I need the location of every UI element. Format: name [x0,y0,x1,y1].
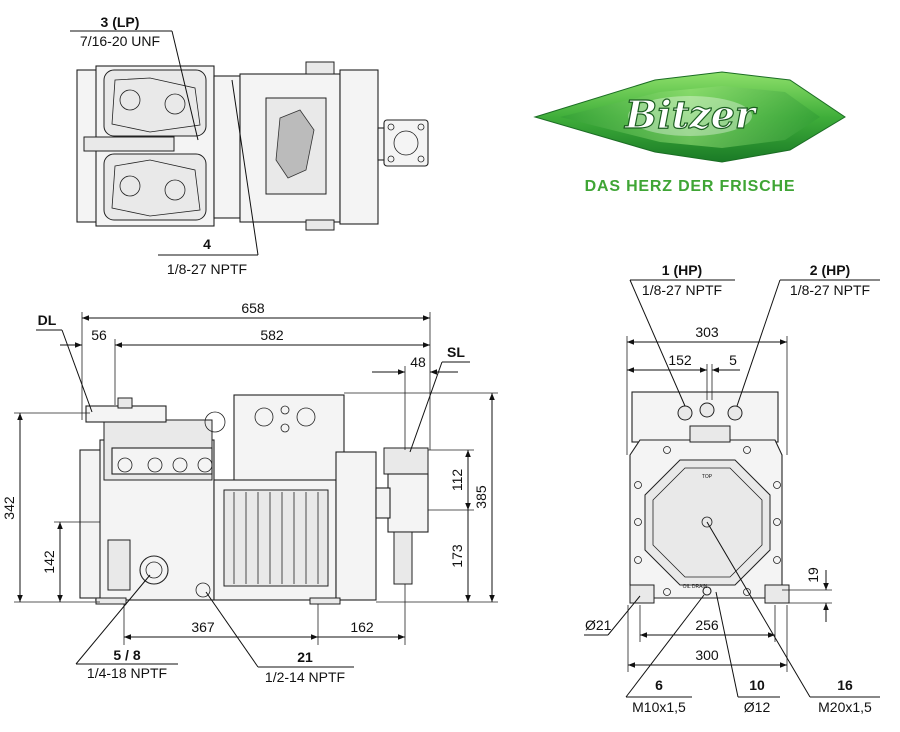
dim-658: 658 [241,300,265,316]
dim-19: 19 [805,567,821,583]
conn-16-id: 16 [837,677,853,693]
dim-hole-d21: Ø21 [585,617,612,633]
conn-16-thread: M20x1,5 [818,699,872,715]
dim-582: 582 [260,327,284,343]
dim-48: 48 [410,354,426,370]
side-view [79,394,429,605]
front-view-dimensions [626,336,832,672]
dim-142: 142 [41,550,57,574]
side-view-dimensions [14,312,498,645]
dim-256: 256 [695,617,719,633]
conn-1-id: 1 (HP) [662,262,702,278]
conn-2-thread: 1/8-27 NPTF [790,282,870,298]
conn-3-thread: 7/16-20 UNF [80,33,160,49]
top-view [76,61,429,231]
conn-21-thread: 1/2-14 NPTF [265,669,345,685]
dim-162: 162 [350,619,374,635]
conn-10-thread: Ø12 [744,699,771,715]
dim-367: 367 [191,619,215,635]
dim-173: 173 [449,544,465,568]
dim-112: 112 [449,469,465,492]
conn-4-thread: 1/8-27 NPTF [167,261,247,277]
conn-2-id: 2 (HP) [810,262,850,278]
top-marking: TOP [702,474,713,480]
dim-342: 342 [1,496,17,520]
logo-wordmark: Bitzer [624,92,758,137]
front-view [629,391,790,604]
bitzer-logo: Bitzer [533,71,846,163]
sl-label: SL [447,344,465,360]
dim-385: 385 [473,485,489,509]
dim-56: 56 [91,327,107,343]
conn-6-id: 6 [655,677,663,693]
brand-tagline: DAS HERZ DER FRISCHE [585,178,796,195]
conn-5-8-thread: 1/4-18 NPTF [87,665,167,681]
conn-3-id: 3 (LP) [101,14,140,30]
dl-label: DL [38,312,57,328]
oil-drain-marking: OIL DRAIN [683,584,708,590]
dim-303: 303 [695,324,719,340]
dim-300: 300 [695,647,719,663]
conn-6-thread: M10x1,5 [632,699,686,715]
conn-21-id: 21 [297,649,313,665]
dim-152: 152 [668,352,692,368]
conn-5-8-id: 5 / 8 [113,647,140,663]
dim-5: 5 [729,352,737,368]
conn-10-id: 10 [749,677,765,693]
conn-4-id: 4 [203,236,211,252]
conn-1-thread: 1/8-27 NPTF [642,282,722,298]
